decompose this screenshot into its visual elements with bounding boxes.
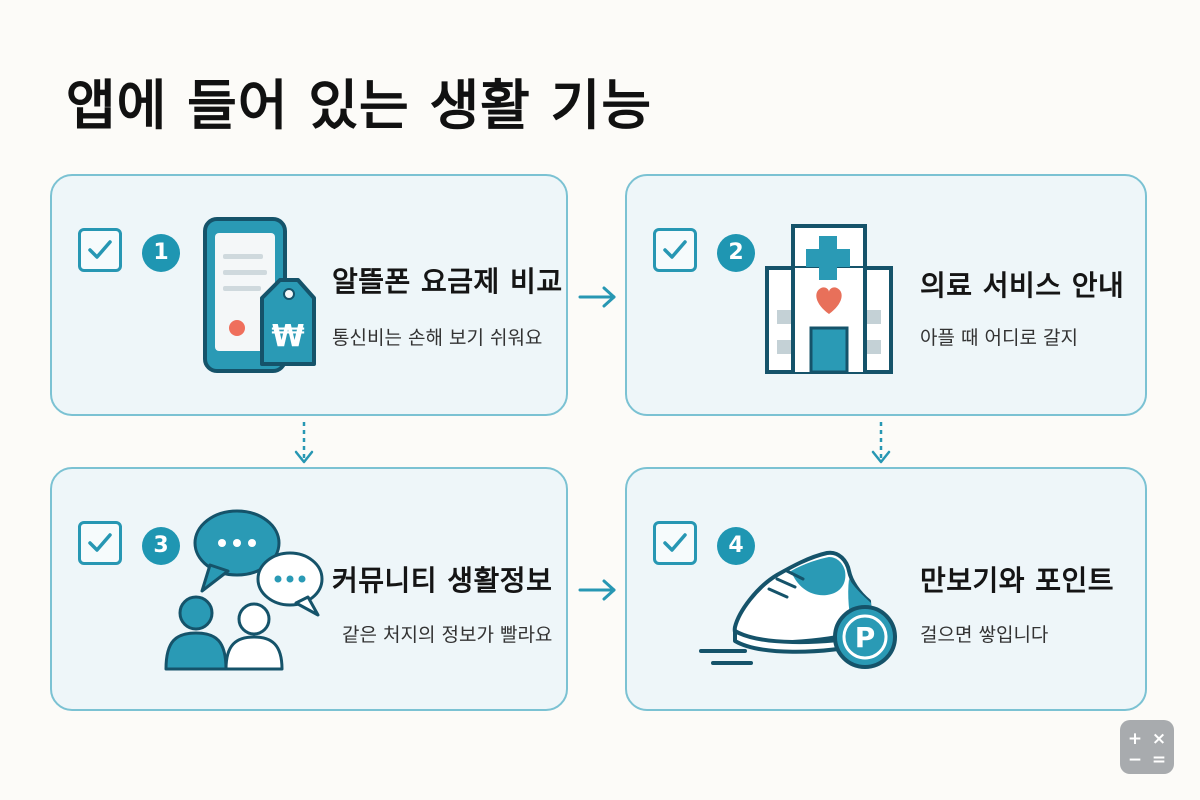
plus-symbol: +	[1128, 729, 1142, 749]
arrow-right-icon	[578, 579, 616, 601]
dotted-arrow-down-icon	[294, 422, 314, 464]
card-subtitle: 통신비는 손해 보기 쉬워요	[332, 327, 543, 349]
points-symbol: P	[855, 621, 876, 654]
equals-symbol: =	[1152, 750, 1166, 770]
hospital-icon	[765, 224, 893, 374]
dotted-arrow-down-icon	[871, 422, 891, 464]
checkbox-checked-icon[interactable]	[653, 521, 697, 565]
card-title: 커뮤니티 생활정보	[332, 564, 553, 597]
calculator-icon[interactable]: + × − =	[1120, 720, 1174, 774]
step-number-badge: 2	[717, 234, 755, 272]
minus-symbol: −	[1128, 750, 1142, 770]
feature-card-community-info[interactable]: 3 커뮤니티 생활정보 같은 처지의 정보가 빨라요	[50, 467, 568, 711]
step-number-badge: 3	[142, 527, 180, 565]
step-number-badge: 4	[717, 527, 755, 565]
card-title: 알뜰폰 요금제 비교	[332, 265, 563, 298]
times-symbol: ×	[1152, 729, 1166, 749]
phone-price-tag-icon: ₩	[203, 217, 316, 373]
card-title: 만보기와 포인트	[920, 564, 1115, 597]
arrow-right-icon	[578, 286, 616, 308]
card-title: 의료 서비스 안내	[920, 269, 1125, 302]
feature-card-pedometer-points[interactable]: 4 P 만보기와 포인트 걸으면 쌓입니다	[625, 467, 1147, 711]
checkbox-checked-icon[interactable]	[78, 521, 122, 565]
card-subtitle: 걸으면 쌓입니다	[920, 624, 1049, 646]
checkbox-checked-icon[interactable]	[653, 228, 697, 272]
card-subtitle: 아플 때 어디로 갈지	[920, 327, 1078, 349]
card-subtitle: 같은 처지의 정보가 빨라요	[342, 624, 553, 646]
community-chat-icon	[164, 509, 324, 671]
won-symbol: ₩	[271, 319, 304, 354]
page-title: 앱에 들어 있는 생활 기능	[66, 74, 652, 137]
step-number-badge: 1	[142, 234, 180, 272]
feature-card-mvno-plan[interactable]: 1 ₩ 알뜰폰 요금제 비교 통신비는 손해 보기 쉬워요	[50, 174, 568, 416]
checkbox-checked-icon[interactable]	[78, 228, 122, 272]
sneaker-points-icon: P	[699, 550, 897, 669]
feature-card-medical-service[interactable]: 2 의료 서비스 안내 아플 때 어디로 갈지	[625, 174, 1147, 416]
